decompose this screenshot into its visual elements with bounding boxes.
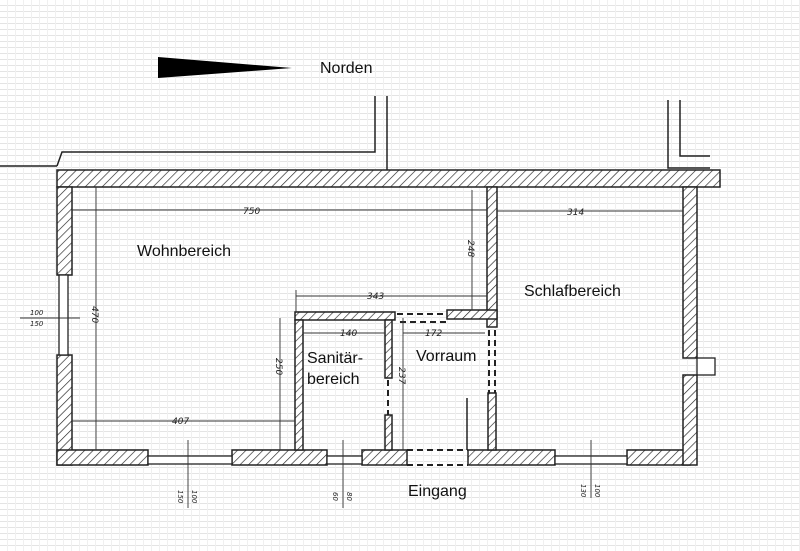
room-living-label: Wohnbereich — [137, 243, 231, 260]
room-sanitary-label-2: bereich — [307, 371, 359, 388]
dim-window-left-b: 150 — [30, 320, 44, 328]
room-sanitary-label-1: Sanitär- — [307, 350, 363, 367]
room-hall-label: Vorraum — [416, 348, 476, 365]
dim-bedroom-width: 314 — [567, 208, 584, 218]
room-bedroom-label: Schlafbereich — [524, 283, 621, 300]
dashed-openings — [387, 313, 496, 466]
dim-window-bottom3-a: 130 — [579, 484, 587, 498]
dim-hall-top: 343 — [367, 292, 384, 302]
exterior-lines — [0, 96, 710, 170]
dim-window-bottom2-a: 60 — [331, 492, 339, 501]
dim-living-width: 750 — [243, 207, 260, 217]
dim-window-left-a: 100 — [30, 309, 44, 317]
dim-sanitary-depth: 250 — [273, 358, 283, 375]
dim-window-bottom3-b: 100 — [593, 484, 601, 498]
dim-living-bottom: 407 — [172, 417, 189, 427]
north-arrow-icon — [158, 57, 292, 78]
entrance-label: Eingang — [408, 483, 467, 500]
dim-hall-depth: 237 — [396, 367, 406, 384]
dim-partition-height: 248 — [465, 240, 475, 257]
dim-window-bottom2-b: 80 — [345, 492, 353, 501]
dim-hall-width: 172 — [425, 329, 442, 339]
dim-window-bottom1-a: 150 — [176, 490, 184, 504]
dim-sanitary-width: 140 — [340, 329, 357, 339]
dimension-lines — [20, 187, 683, 508]
dim-window-bottom1-b: 100 — [190, 490, 198, 504]
dim-living-depth: 470 — [89, 306, 99, 323]
north-label: Norden — [320, 60, 372, 77]
